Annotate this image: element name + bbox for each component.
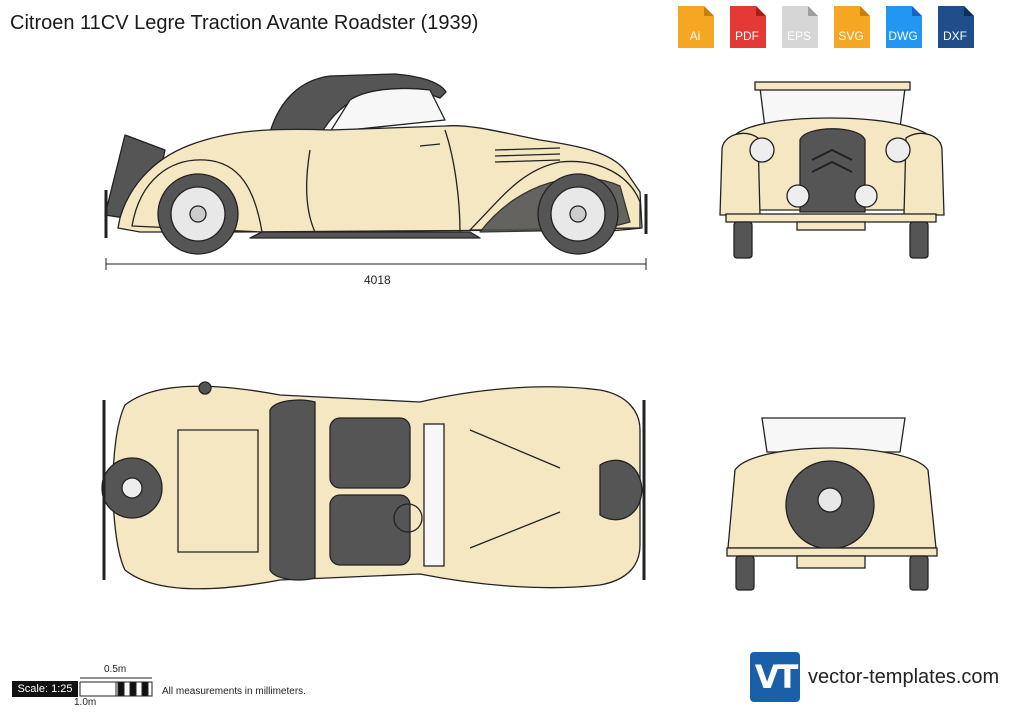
- file-icon: [678, 6, 714, 48]
- length-dimension: [105, 258, 647, 270]
- scale-half-meter: 0.5m: [104, 664, 127, 675]
- format-dxf-label: DXF: [943, 29, 967, 43]
- format-svg-label: SVG: [838, 29, 864, 43]
- front-left-tyre: [733, 221, 753, 259]
- format-bar: Ai PDF EPS SVG DWG DXF: [672, 4, 978, 50]
- rear-view: [726, 417, 938, 591]
- format-dxf-button[interactable]: DXF: [932, 4, 978, 50]
- scale-one-meter: 1.0m: [74, 697, 97, 708]
- folded-top: [269, 399, 316, 581]
- file-icon: [834, 6, 870, 48]
- windshield: [329, 87, 446, 133]
- left-foglight: [786, 184, 810, 208]
- rear-left-tyre: [735, 555, 755, 591]
- rear-bumper-bar: [726, 547, 938, 557]
- rear-plate: [796, 555, 866, 569]
- hood-vents: [494, 147, 561, 163]
- rear-right-tyre: [909, 555, 929, 591]
- front-right-tyre: [909, 221, 929, 259]
- steering-wheel: [393, 503, 423, 533]
- front-seat: [329, 494, 411, 566]
- front-plate: [796, 221, 866, 231]
- page-title: Citroen 11CV Legre Traction Avante Roads…: [10, 12, 479, 34]
- front-right-fender: [903, 132, 945, 216]
- left-headlight: [749, 137, 775, 163]
- right-foglight: [854, 184, 878, 208]
- format-ai-label: Ai: [689, 29, 701, 43]
- rear-seat: [329, 417, 411, 489]
- file-icon: [938, 6, 974, 48]
- double-chevron: [811, 148, 853, 173]
- brand-link[interactable]: VT vector-templates.com: [750, 652, 999, 702]
- brand-name: vector-templates.com: [808, 665, 1000, 688]
- format-pdf-button[interactable]: PDF: [724, 4, 770, 50]
- top-view: [101, 381, 646, 590]
- front-view: [719, 81, 945, 259]
- measurement-note: All measurements in millimeters.: [162, 686, 306, 697]
- right-headlight: [885, 137, 911, 163]
- scale-bar: [79, 677, 153, 697]
- side-view: [104, 73, 648, 255]
- format-svg-button[interactable]: SVG: [828, 4, 874, 50]
- top-hood-vents: [469, 429, 561, 549]
- format-eps-label: EPS: [786, 29, 811, 43]
- format-pdf-label: PDF: [735, 29, 759, 43]
- length-label: 4018: [364, 273, 391, 287]
- format-ai-button[interactable]: Ai: [672, 4, 718, 50]
- top-grille: [599, 459, 643, 521]
- file-icon: [886, 6, 922, 48]
- file-icon: [730, 6, 766, 48]
- grille: [799, 128, 866, 213]
- door-line: [306, 129, 461, 233]
- vt-logo-icon: VT: [750, 652, 800, 702]
- format-dwg-label: DWG: [888, 29, 918, 43]
- scale-label: Scale: 1:25: [12, 681, 78, 697]
- front-wheel: [537, 173, 619, 255]
- rear-wheel: [157, 173, 239, 255]
- file-icon: [782, 6, 818, 48]
- format-dwg-button[interactable]: DWG: [880, 4, 926, 50]
- rear-windshield: [761, 417, 906, 453]
- rear-deck-lid: [177, 429, 259, 553]
- fuel-cap: [198, 381, 212, 395]
- front-bumper-bar: [725, 213, 937, 223]
- format-eps-button[interactable]: EPS: [776, 4, 822, 50]
- running-board: [249, 231, 481, 239]
- door-handle: [419, 143, 441, 147]
- top-windshield: [423, 423, 445, 567]
